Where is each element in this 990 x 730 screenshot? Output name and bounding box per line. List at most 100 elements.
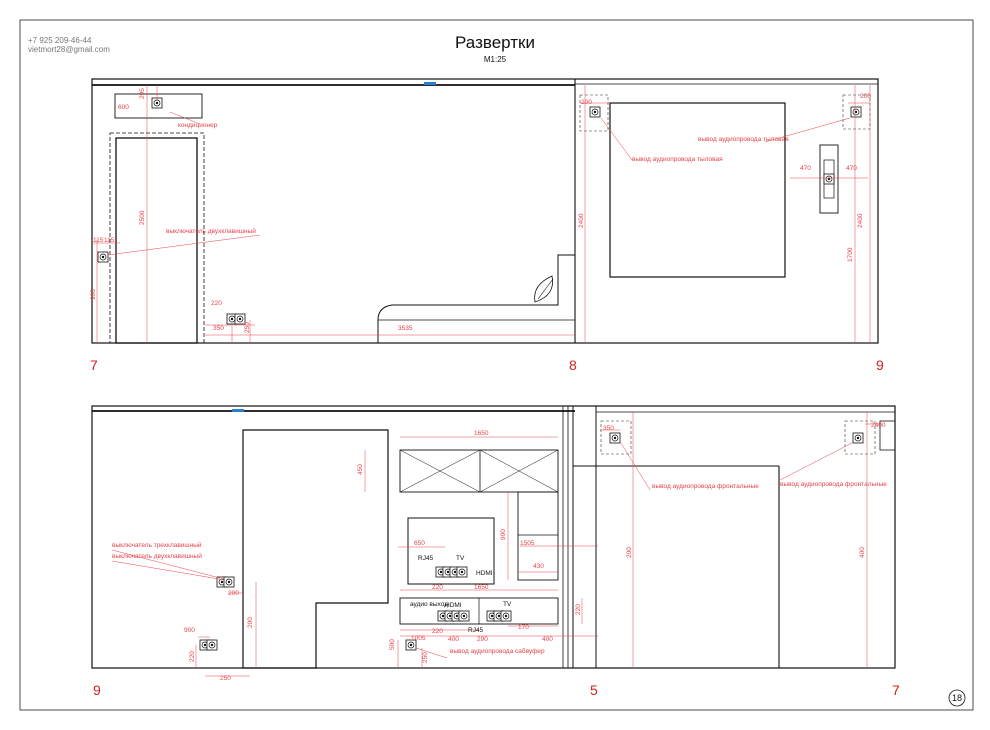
column-edge [879,420,896,451]
top-dimension-2: 2500 [139,210,146,225]
top-dimension-0: 600 [118,104,129,111]
top-elevation [91,78,879,344]
bottom-dimension-19: 900 [184,627,195,634]
bottom-dimension-1: 450 [357,464,364,475]
speaker-box-right [842,94,871,130]
top-dimension-1: 295 [139,88,146,99]
bottom-dimension-25: 400 [859,547,866,558]
sheet-frame [19,19,974,711]
air-conditioner [114,93,203,119]
bottom-dimension-2: 650 [414,540,425,547]
page-number-circle [948,689,966,707]
axis-labels: 7 8 9 9 5 7 [90,357,900,698]
bottom-dimension-23: 200 [626,547,633,558]
label-air-conditioner: кондиционер [178,122,218,129]
bottom-dimension-11: 290 [477,636,488,643]
bed-pillow [534,275,554,303]
scale-label: M1:25 [483,55,507,64]
bottom-dimension-7: 1650 [474,584,489,591]
side-cabinet [517,491,559,581]
speaker-box-left [579,94,609,132]
axis-label-top-3: 9 [876,357,884,373]
axis-label-bottom-2: 5 [590,682,598,698]
top-dimension-5: 900 [90,289,97,300]
bottom-dimension-22: 350 [603,425,614,432]
cornice-accent-bottom [232,409,244,412]
speaker-box-front-right [844,420,876,455]
bottom-dimension-3: 900 [500,529,507,540]
top-dimension-13: 470 [800,165,811,172]
label-rj45-lower: RJ45 [468,627,484,634]
switch-two-key-top [97,251,109,263]
bottom-wall-outline [91,405,896,669]
page-number: 18 [952,693,962,703]
top-dimension-4: 115 [104,237,115,244]
label-switch-three-key: выключатель трехклавишный [112,541,202,549]
top-dimension-15: 2400 [857,213,864,228]
top-dimension-12: 200 [860,93,871,100]
door [115,137,198,344]
bottom-dimension-0: 1650 [474,430,489,437]
bottom-dimension-13: 170 [518,624,529,631]
bottom-dimension-14: 400 [542,636,553,643]
axis-label-top-1: 7 [90,357,98,373]
label-switch-two-key-top: выключатель двухклавишный [166,227,256,235]
bottom-dimension-8: 200 [228,590,239,597]
bottom-dimension-12: 220 [575,604,582,615]
socket-sconce [823,173,835,185]
bottom-dimension-15: 1005 [411,635,426,642]
upper-cabinet [399,449,559,493]
axis-label-bottom-1: 9 [93,682,101,698]
label-hdmi-lower: HDMI [445,602,462,609]
bed-outline [377,254,575,343]
label-tv-upper: TV [456,555,465,562]
page-title: Развертки [455,33,535,52]
top-dimension-6: 220 [211,300,222,307]
bottom-dimension-6: 220 [432,584,443,591]
switch-two-key-bottom [223,576,235,588]
socket-bed-2 [206,639,218,651]
cornice-accent [424,82,436,85]
top-dimension-9: 3535 [398,325,413,332]
label-rj45-upper: RJ45 [418,555,434,562]
label-tv-lower: TV [503,601,512,608]
top-dimension-11: 2400 [578,213,585,228]
label-audio-front-1: вывод аудиопровода фронтальные [652,483,759,490]
bottom-dimension-16: 500 [389,639,396,650]
bottom-dimension-24: 2400 [871,422,886,429]
top-dimension-7: 350 [213,325,224,332]
label-switch-two-key-bottom: выключатель двухклавишный [112,552,202,560]
speaker-box-front-left [600,420,632,455]
top-dimension-16: 1700 [847,247,854,262]
top-wall-outline [91,78,879,344]
label-hdmi-upper: HDMI [476,570,493,577]
top-dimension-lines [92,85,871,343]
port-labels: RJ45 TV HDMI аудио выход HDMI TV RJ45 [410,555,512,634]
top-dimension-3: 115 [93,237,104,244]
sconce [819,144,839,214]
contact-email: vietmort28@gmail.com [28,45,110,54]
bottom-dimension-18: 200 [247,617,254,628]
socket-console-4 [458,610,470,622]
socket-audio-rear-2 [850,106,862,118]
label-audio-rear-2: вывод аудиопровода тыловая [698,136,789,143]
label-audio-subwoofer: вывод аудиопровода сабвуфер [450,647,545,655]
top-dimension-10: 200 [581,99,592,106]
bottom-dimension-lines [111,412,880,677]
bottom-dimension-9: 220 [432,628,443,635]
bottom-dimension-20: 220 [189,651,196,662]
top-dimension-14: 470 [846,165,857,172]
bottom-dimension-17: 250 [422,652,429,663]
bottom-dimension-5: 430 [533,563,544,570]
top-dimension-8: 250 [244,322,251,333]
door-frame-dashed [109,132,205,344]
axis-label-bottom-3: 7 [892,682,900,698]
bottom-elevation [91,405,896,677]
headboard-panel [242,429,389,669]
label-audio-front-2: вывод аудиопровода фронтальные [780,481,887,488]
bottom-dimension-21: 250 [220,675,231,682]
socket-tv-4 [456,566,468,578]
label-audio-rear-1: вывод аудиопровода тыловая [632,156,723,163]
